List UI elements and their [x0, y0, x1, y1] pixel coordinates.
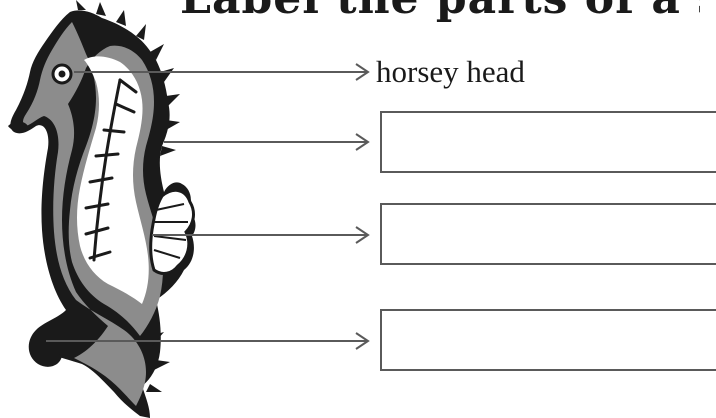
arrow-tail-pointer [46, 332, 370, 350]
fin-rays [153, 203, 188, 259]
arrow-head-pointer [74, 63, 370, 81]
label-head: horsey head [376, 54, 525, 89]
seahorse-icon [8, 0, 196, 418]
seahorse-snout [8, 121, 28, 132]
seahorse-ribs [84, 78, 138, 262]
answer-box-fin[interactable] [380, 203, 716, 265]
answer-box-body[interactable] [380, 111, 716, 173]
seahorse-pupil [58, 70, 66, 78]
page-title: Label the parts of a seahorse [180, 0, 700, 24]
title-region: Label the parts of a seahorse [180, 0, 700, 33]
pointer-arrows [46, 63, 370, 350]
arrow-body-pointer [164, 133, 370, 151]
seahorse-tail-curl [38, 342, 60, 364]
answer-box-tail[interactable] [380, 309, 716, 371]
arrow-fin-pointer [152, 226, 370, 244]
